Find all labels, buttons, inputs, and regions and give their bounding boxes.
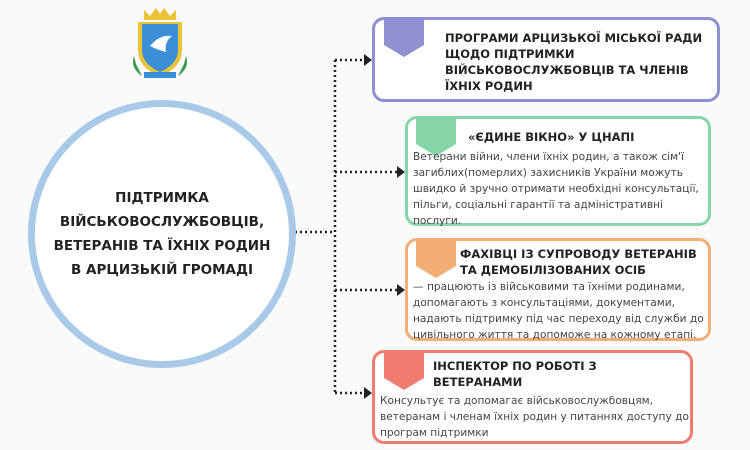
card-title: ІНСПЕКТОР ПО РОБОТІ З ВЕТЕРАНАМИ bbox=[433, 359, 597, 389]
central-topic-title: ПІДТРИМКА ВІЙСЬКОВОСЛУЖБОВЦІВ, ВЕТЕРАНІВ… bbox=[53, 190, 271, 278]
coat-of-arms-logo bbox=[133, 8, 187, 78]
card-title: ПРОГРАМИ АРЦИЗЬКОЇ МІСЬКОЇ РАДИ ЩОДО ПІД… bbox=[445, 31, 703, 93]
card-body: Консультує та допомагає військовослужбов… bbox=[380, 395, 689, 439]
card-programs: ПРОГРАМИ АРЦИЗЬКОЇ МІСЬКОЇ РАДИ ЩОДО ПІД… bbox=[372, 17, 720, 102]
card-single-window: «ЄДИНЕ ВІКНО» У ЦНАПІ Ветерани війни, чл… bbox=[405, 116, 711, 227]
card-title: ФАХІВЦІ ІЗ СУПРОВОДУ ВЕТЕРАНІВ ТА ДЕМОБІ… bbox=[460, 247, 697, 277]
arrow-icon bbox=[397, 166, 405, 178]
card-specialists: ФАХІВЦІ ІЗ СУПРОВОДУ ВЕТЕРАНІВ ТА ДЕМОБІ… bbox=[405, 238, 711, 341]
arrow-icon bbox=[364, 387, 372, 399]
bookmark-icon bbox=[416, 116, 456, 156]
bookmark-icon bbox=[384, 350, 424, 390]
arrow-icon bbox=[397, 284, 405, 296]
card-inspector: ІНСПЕКТОР ПО РОБОТІ З ВЕТЕРАНАМИ Консуль… bbox=[372, 350, 693, 444]
arrow-icon bbox=[364, 54, 372, 66]
bookmark-icon bbox=[384, 17, 424, 57]
card-body: Ветерани війни, члени їхніх родин, а так… bbox=[413, 151, 699, 227]
bookmark-icon bbox=[416, 238, 456, 278]
card-title: «ЄДИНЕ ВІКНО» У ЦНАПІ bbox=[468, 130, 635, 144]
central-topic-circle: ПІДТРИМКА ВІЙСЬКОВОСЛУЖБОВЦІВ, ВЕТЕРАНІВ… bbox=[28, 100, 296, 368]
card-body: — працюють із військовими та їхніми роди… bbox=[413, 281, 704, 341]
